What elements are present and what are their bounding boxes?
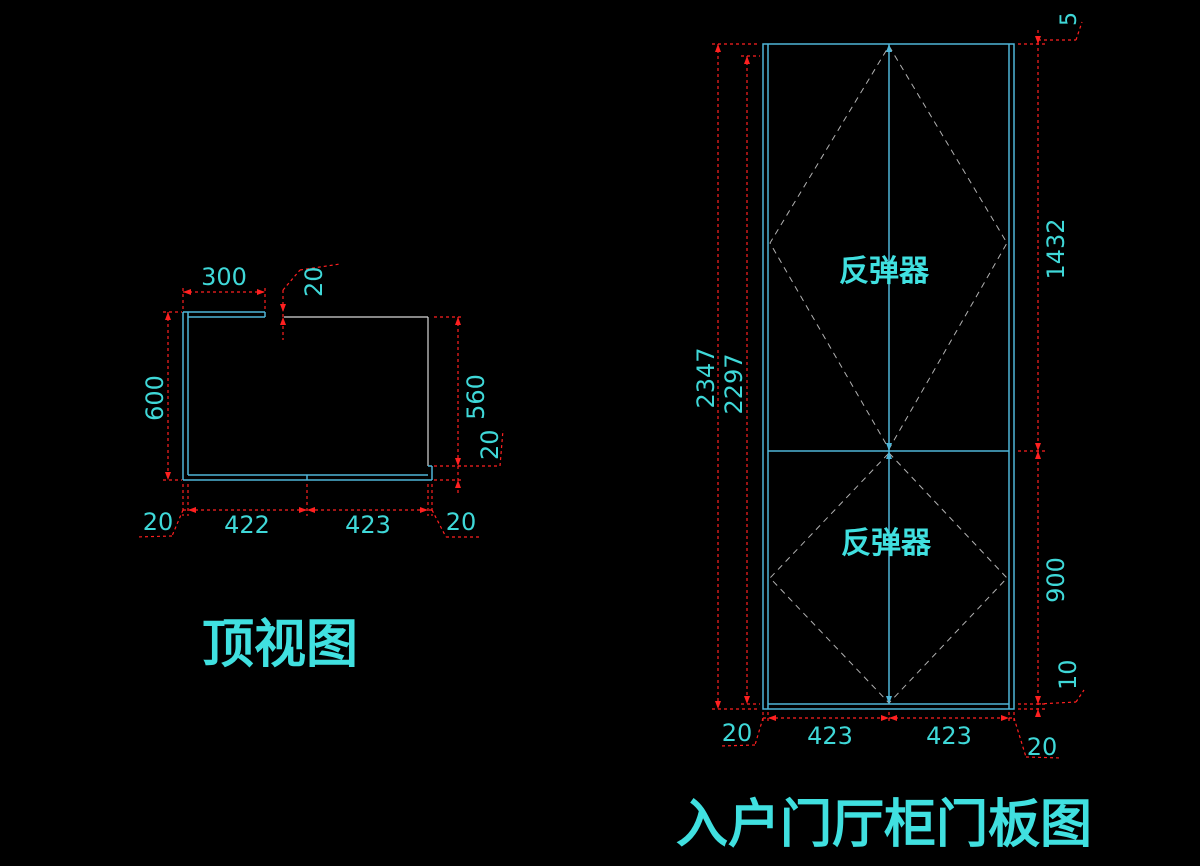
dim-top-width: 300: [182, 263, 266, 310]
dim-right-gap-text: 20: [476, 429, 504, 460]
top-view-title: 顶视图: [202, 615, 358, 675]
dim-inner-height: 2297: [720, 55, 760, 705]
upper-rebounder-label: 反弹器: [839, 254, 930, 289]
dim-inner-height-text: 2297: [720, 353, 748, 414]
dim-bottom-right-edge-text: 20: [446, 508, 477, 536]
dim-upper-height-text: 1432: [1042, 218, 1070, 279]
dim-total-height: 2347: [692, 43, 760, 710]
dim-door-left-span-text: 423: [807, 722, 853, 750]
dim-door-left-edge-text: 20: [722, 719, 753, 747]
dim-bottom-chain: 20 422 423 20: [135, 484, 482, 539]
top-view: 300 20 600 560: [135, 263, 504, 675]
door-panel: 反弹器 反弹器 2347 2297: [676, 12, 1092, 855]
dim-bottom-left-span-text: 422: [224, 511, 270, 539]
dim-left-height-text: 600: [141, 375, 169, 421]
dim-total-height-text: 2347: [692, 347, 720, 408]
top-view-outline: [182, 311, 433, 481]
lower-rebounder-label: 反弹器: [841, 526, 932, 561]
dim-right-height-text: 560: [462, 374, 490, 420]
door-panel-frame: [762, 43, 1015, 710]
dim-notch: 20: [280, 263, 341, 340]
dim-lower-height-text: 900: [1042, 557, 1070, 603]
dim-door-right-span-text: 423: [926, 722, 972, 750]
dim-bottom-right-span-text: 423: [345, 511, 391, 539]
dim-door-bottom-chain: 20 423 423 20: [719, 712, 1063, 761]
dim-right-gap: 20: [434, 429, 504, 495]
dim-right-height: 560: [434, 316, 490, 467]
dim-notch-text: 20: [300, 266, 328, 297]
dim-door-right-edge-text: 20: [1027, 733, 1058, 761]
dim-left-height: 600: [141, 311, 182, 481]
dim-top-gap-text: 5: [1057, 12, 1082, 26]
dim-right-chain: 5 1432 900 10: [1018, 12, 1085, 720]
dim-bottom-gap-text: 10: [1054, 659, 1082, 690]
door-panel-title: 入户门厅柜门板图: [676, 795, 1092, 855]
dim-top-width-text: 300: [201, 263, 247, 291]
dim-bottom-left-edge-text: 20: [143, 508, 174, 536]
